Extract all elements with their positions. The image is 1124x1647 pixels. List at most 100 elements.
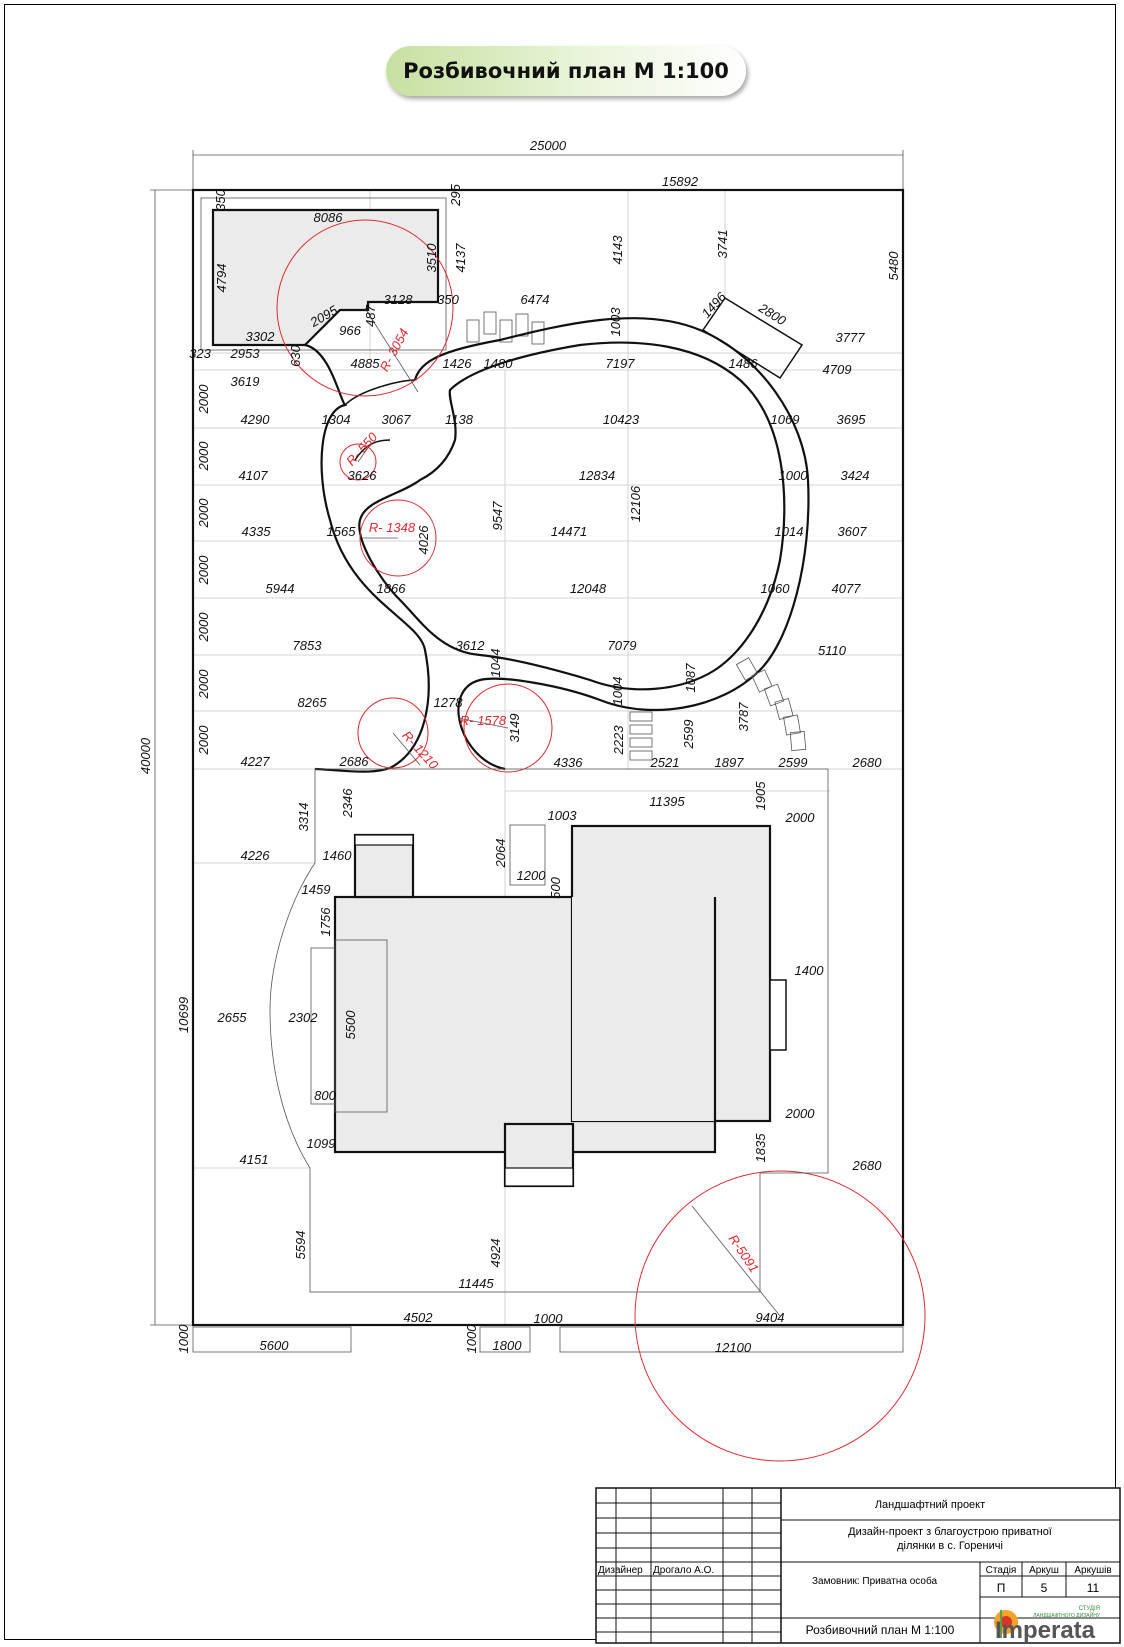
dim-label: 2000 bbox=[196, 669, 211, 700]
dim-label: 4335 bbox=[242, 524, 272, 539]
radius-label-5091: R-5091 bbox=[726, 1232, 762, 1276]
dim-label: 1138 bbox=[445, 412, 474, 427]
dim-label: 2000 bbox=[785, 810, 816, 825]
dim-label: 10423 bbox=[603, 412, 640, 427]
logo-subtitle-line1: СТУДІЯ bbox=[1079, 1606, 1100, 1612]
dim-label: 12834 bbox=[579, 468, 615, 483]
logo-subtitle-line2: ЛАНДШАФТНОГО ДИЗАЙНУ bbox=[1033, 1611, 1101, 1619]
sheets-label: Аркушів bbox=[1074, 1565, 1111, 1576]
dim-label: 2000 bbox=[196, 612, 211, 643]
designer-label: Дизайнер bbox=[598, 1565, 643, 1576]
dim-label: 1278 bbox=[434, 695, 464, 710]
dim-total-width: 25000 bbox=[529, 138, 567, 153]
dim-label: 12100 bbox=[715, 1340, 752, 1355]
dim-label: 1014 bbox=[775, 524, 804, 539]
dim-label: 1200 bbox=[517, 868, 547, 883]
dim-label: 1400 bbox=[795, 963, 825, 978]
dimension-labels: 25000 15892 40000 10699 5594 350 295 808… bbox=[138, 138, 901, 1355]
dim-label: 3424 bbox=[841, 468, 870, 483]
customer-label: Замовник: Приватна особа bbox=[812, 1575, 937, 1587]
project-name-line2: ділянки в с. Гореничі bbox=[897, 1540, 1003, 1552]
dim-label: 1000 bbox=[176, 1324, 191, 1354]
dim-label: 1099 bbox=[307, 1136, 336, 1151]
dim-label: 4026 bbox=[416, 525, 431, 555]
dim-label: 2000 bbox=[196, 725, 211, 756]
radius-label-550: R- 550 bbox=[343, 429, 381, 469]
dim-bottom-left-height: 5594 bbox=[293, 1231, 308, 1260]
dim-label: 2655 bbox=[217, 1010, 248, 1025]
dim-label: 1003 bbox=[548, 808, 578, 823]
dim-label: 9404 bbox=[756, 1310, 785, 1325]
dim-top-right-width: 15892 bbox=[662, 174, 699, 189]
bottom-strips bbox=[192, 1326, 904, 1353]
dim-label: 1044 bbox=[488, 649, 503, 678]
dim-label: 1069 bbox=[771, 412, 800, 427]
dim-label: 1905 bbox=[753, 781, 768, 811]
dim-label: 350 bbox=[437, 292, 459, 307]
dim-label: 12106 bbox=[628, 485, 643, 522]
dim-label: 2064 bbox=[493, 839, 508, 869]
dim-label: 3619 bbox=[231, 374, 260, 389]
dim-label: 3612 bbox=[456, 638, 486, 653]
dim-label: 5480 bbox=[886, 251, 901, 281]
sheet-value: 5 bbox=[1041, 1581, 1048, 1595]
dim-label: 2953 bbox=[230, 346, 261, 361]
dim-label: 7853 bbox=[293, 638, 323, 653]
radius-label-1578: R- 1578 bbox=[460, 713, 507, 728]
dim-label: 4227 bbox=[241, 754, 271, 769]
dim-label: 2599 bbox=[778, 755, 808, 770]
dim-label: 5500 bbox=[343, 1010, 358, 1040]
drawing-name: Розбивочний план М 1:100 bbox=[806, 1623, 955, 1637]
dim-label: 2000 bbox=[196, 441, 211, 472]
dim-label: 3777 bbox=[836, 330, 866, 345]
dim-label: 5110 bbox=[818, 643, 847, 658]
dim-label: 4143 bbox=[610, 235, 625, 265]
dim-label: 2000 bbox=[196, 498, 211, 529]
dim-label: 2000 bbox=[196, 555, 211, 586]
radius-circles bbox=[276, 219, 926, 1462]
page-title: Розбивочний план М 1:100 bbox=[386, 46, 746, 96]
dim-label: 1460 bbox=[323, 848, 353, 863]
designer-name: Дрогало А.О. bbox=[653, 1565, 714, 1576]
logo-text: Imperata bbox=[995, 1617, 1096, 1644]
dim-label: 14471 bbox=[551, 524, 587, 539]
dim-label: 3607 bbox=[838, 524, 868, 539]
dim-label: 3787 bbox=[736, 702, 751, 732]
dim-label: 2000 bbox=[196, 384, 211, 415]
dim-label: 966 bbox=[339, 323, 361, 338]
dim-label: 2680 bbox=[852, 755, 883, 770]
dim-label: 1087 bbox=[683, 663, 698, 693]
dim-label: 2302 bbox=[288, 1010, 319, 1025]
dim-label: 2223 bbox=[611, 725, 626, 756]
dim-label: 6474 bbox=[521, 292, 550, 307]
dim-label: 2599 bbox=[681, 720, 696, 750]
dim-label: 1480 bbox=[484, 356, 514, 371]
sheet-frame bbox=[4, 4, 1116, 1640]
dim-label: 3149 bbox=[507, 714, 522, 743]
dim-label: 4924 bbox=[488, 1239, 503, 1268]
dim-label: 1486 bbox=[729, 356, 759, 371]
dim-label: 3741 bbox=[715, 230, 730, 259]
dim-label: 3067 bbox=[382, 412, 412, 427]
dim-label: 4151 bbox=[240, 1152, 269, 1167]
dim-label: 2686 bbox=[339, 754, 370, 769]
dim-label: 3626 bbox=[348, 468, 378, 483]
plot-boundary bbox=[191, 188, 905, 1327]
sheets-value: 11 bbox=[1087, 1581, 1100, 1595]
dim-label: 487 bbox=[363, 304, 378, 326]
dim-label: 1304 bbox=[322, 412, 351, 427]
dim-label: 2000 bbox=[785, 1106, 816, 1121]
dim-label: 350 bbox=[213, 188, 228, 210]
house-zone bbox=[269, 768, 829, 1293]
dim-label: 3510 bbox=[424, 243, 439, 273]
dim-label: 1800 bbox=[493, 1338, 523, 1353]
radius-label-1348: R- 1348 bbox=[369, 520, 416, 535]
dim-label: 500 bbox=[548, 876, 563, 898]
dim-label: 1866 bbox=[377, 581, 407, 596]
dim-label: 630 bbox=[288, 344, 303, 366]
dim-label: 9547 bbox=[490, 501, 505, 531]
project-name-line1: Дизайн-проект з благоустрою приватної bbox=[848, 1526, 1052, 1538]
dim-label: 4290 bbox=[241, 412, 271, 427]
dim-label: 3128 bbox=[384, 292, 414, 307]
